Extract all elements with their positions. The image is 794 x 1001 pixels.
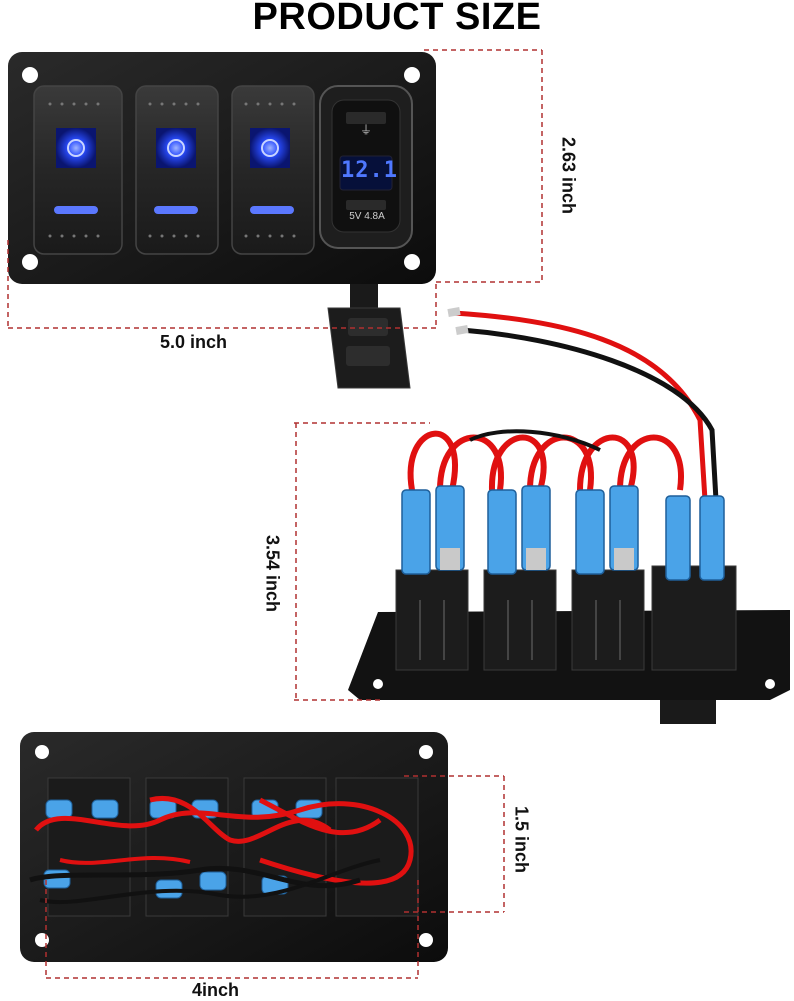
mount-hole xyxy=(22,254,38,270)
back-height-label: 1.5 inch xyxy=(511,805,532,874)
product-size-title: PRODUCT SIZE xyxy=(252,0,542,38)
power-icon xyxy=(250,128,290,168)
rocker-switch-2 xyxy=(135,85,219,255)
mount-hole xyxy=(404,254,420,270)
front-dimension-lines xyxy=(7,49,543,329)
front-panel: ⏚ xyxy=(8,52,436,389)
side-view-panel xyxy=(348,307,790,724)
usb-port xyxy=(346,200,386,210)
rocker-switch-1 xyxy=(33,85,123,255)
side-height-label: 3.54 inch xyxy=(262,534,283,613)
front-height-label: 2.63 inch xyxy=(558,136,579,215)
mount-hole xyxy=(404,67,420,83)
power-icon xyxy=(156,128,196,168)
led-bar xyxy=(54,206,98,214)
back-width-label: 4inch xyxy=(192,980,240,1000)
mount-hole xyxy=(22,67,38,83)
usb-rating-label: 5V 4.8A xyxy=(349,211,385,222)
voltmeter-display: 12.1 xyxy=(341,158,398,183)
side-dimension-lines xyxy=(294,422,430,701)
front-width-label: 5.0 inch xyxy=(160,332,228,352)
led-bar xyxy=(154,206,198,214)
power-icon xyxy=(56,128,96,168)
usb-dust-cap xyxy=(327,284,411,389)
usb-icon: ⏚ xyxy=(360,123,372,137)
usb-voltmeter-module: ⏚ xyxy=(319,85,413,249)
usb-port xyxy=(346,112,386,124)
rocker-switch-3 xyxy=(231,85,315,255)
back-panel xyxy=(20,732,448,962)
led-bar xyxy=(250,206,294,214)
back-dimension-lines xyxy=(45,775,505,979)
